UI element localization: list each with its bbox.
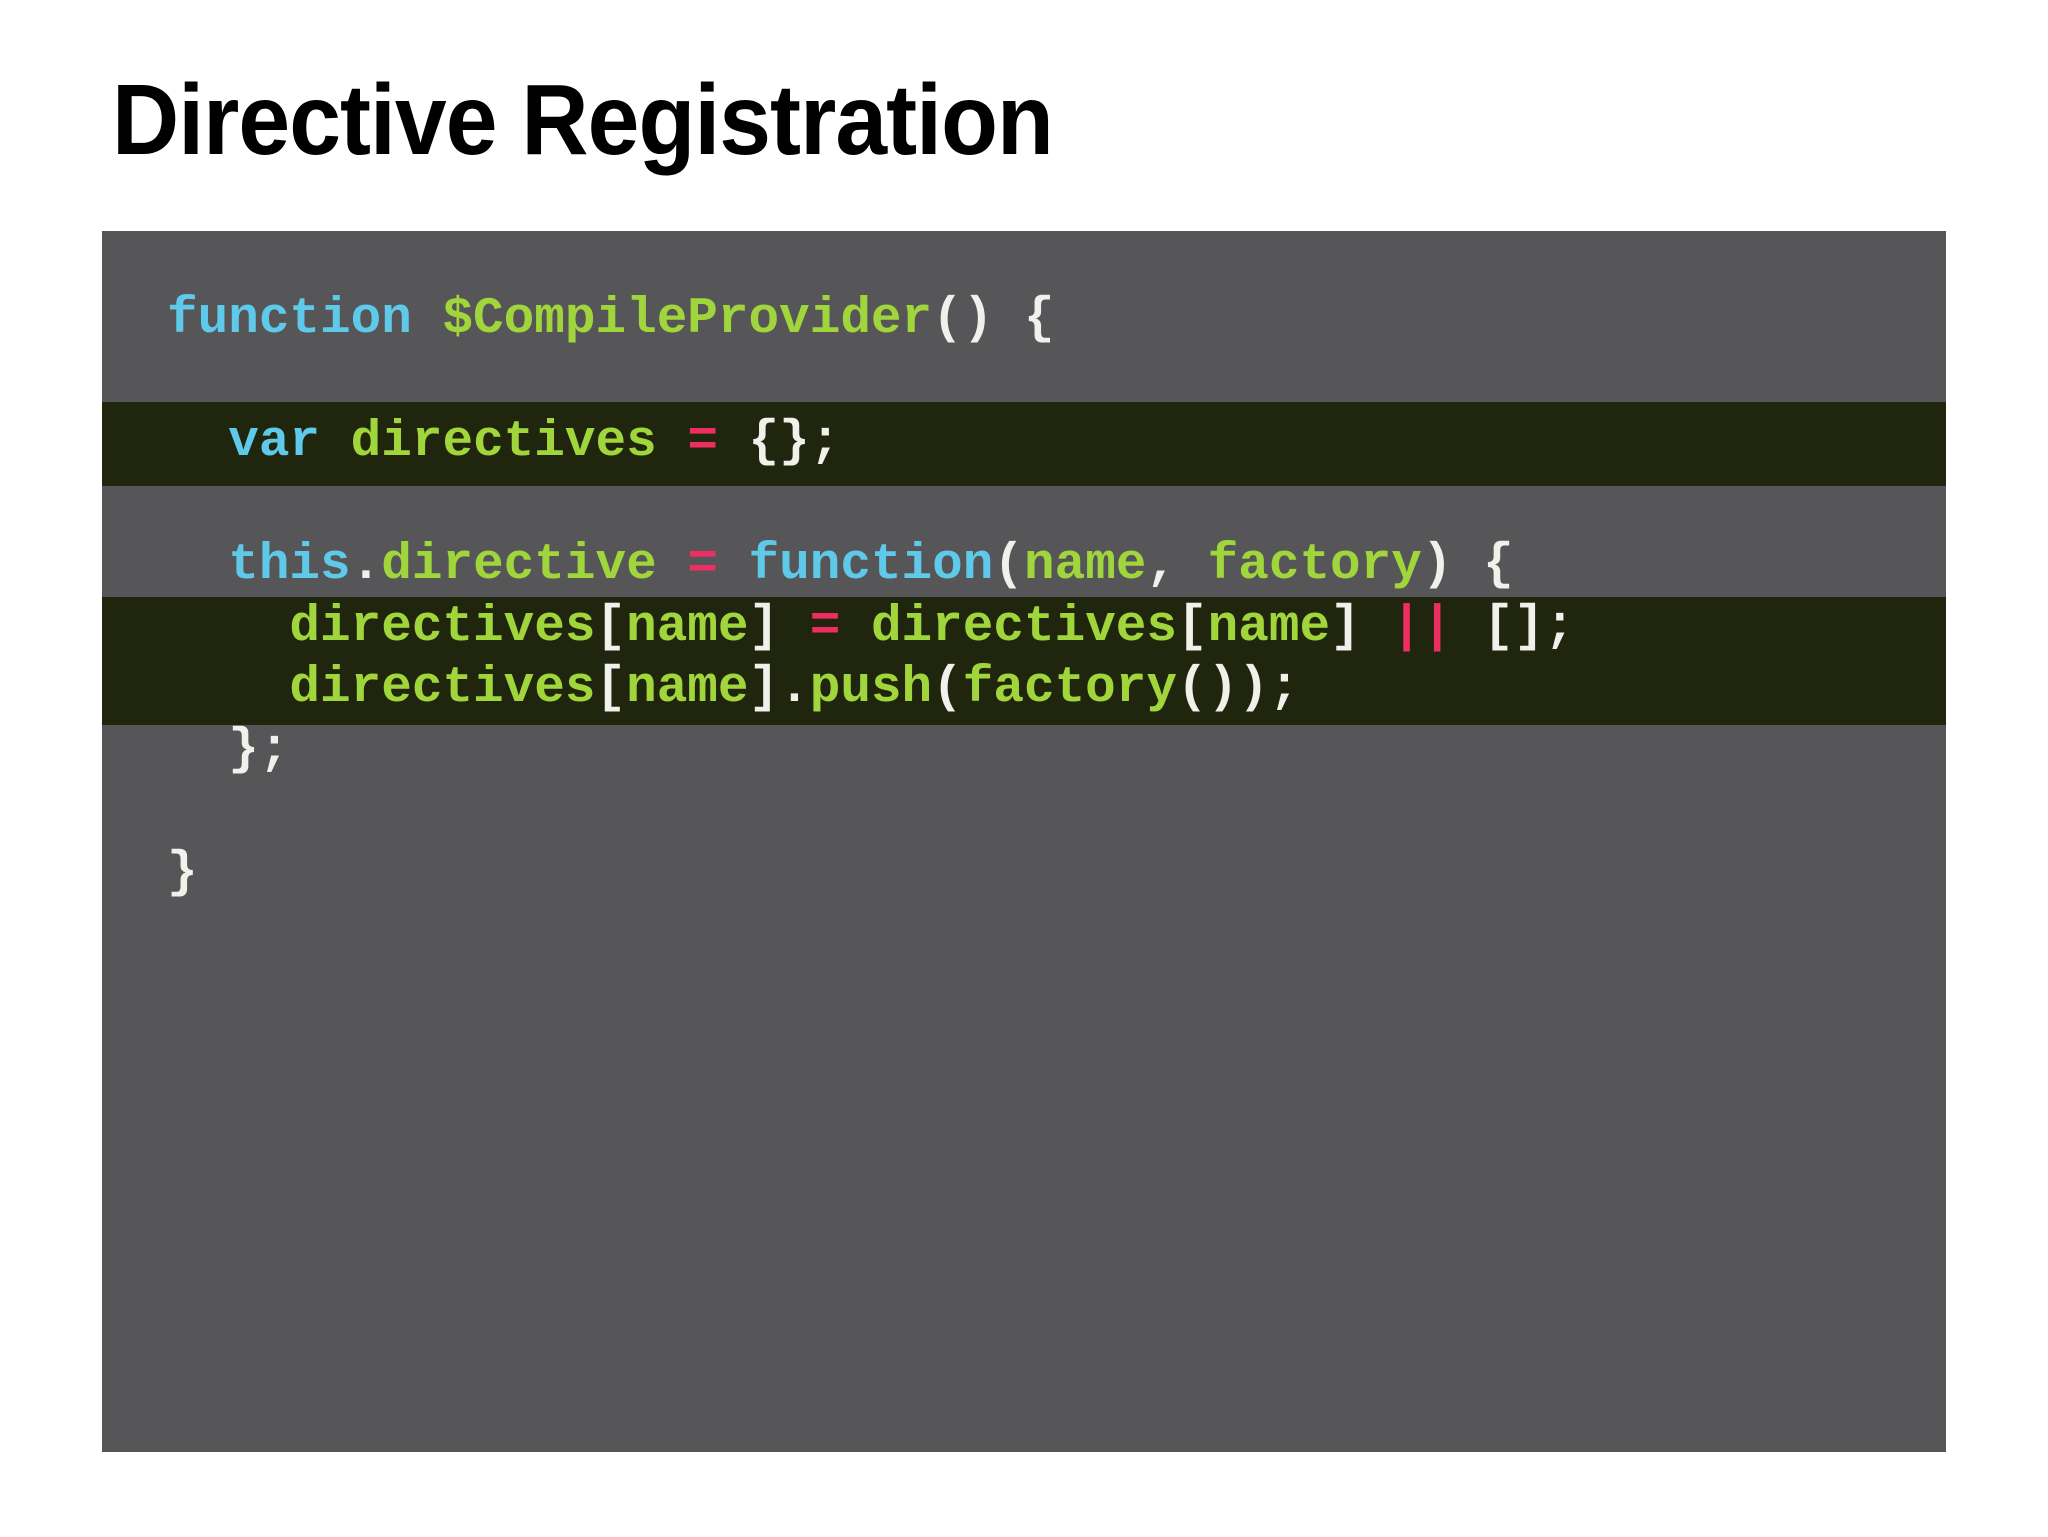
code-token-identifier: $CompileProvider [442, 291, 933, 348]
code-line: function $CompileProvider() { [167, 289, 1946, 351]
code-token-plain: } [167, 844, 198, 902]
code-token-plain: {}; [717, 414, 841, 471]
code-line-highlighted: var directives = {}; [102, 402, 1946, 486]
code-token-plain [657, 414, 688, 471]
code-token-keyword: function [167, 291, 412, 348]
code-token-plain: [ [595, 660, 627, 717]
code-token-plain [167, 660, 289, 717]
code-token-operator: = [809, 598, 841, 656]
code-token-plain: }; [167, 721, 290, 779]
code-token-plain [718, 537, 749, 594]
code-token-plain: , [1146, 537, 1208, 594]
code-token-plain: [ [1177, 598, 1208, 656]
code-lines: function $CompileProvider() { var direct… [102, 231, 1946, 904]
code-token-keyword: function [748, 537, 994, 594]
code-token-plain [657, 537, 688, 594]
code-token-identifier: name [1207, 598, 1331, 656]
code-line: } [167, 843, 1946, 905]
code-token-identifier: directives [350, 414, 657, 471]
code-token-identifier: directive [381, 537, 657, 594]
page-title: Directive Registration [112, 64, 1054, 176]
code-token-plain: () { [932, 291, 1055, 348]
code-token-plain [167, 599, 289, 656]
code-token-plain: ] [748, 598, 810, 656]
code-token-plain [320, 414, 351, 471]
code-token-plain: ( [993, 537, 1024, 594]
code-token-plain: ()); [1177, 660, 1300, 717]
code-token-plain: []; [1452, 598, 1575, 656]
code-line-highlighted: directives[name] = directives[name] || [… [102, 596, 1946, 658]
code-token-identifier: name [626, 660, 749, 717]
code-token-plain: ] [1330, 598, 1392, 656]
code-token-keyword: this [228, 537, 351, 594]
code-token-plain [412, 291, 443, 348]
code-line [167, 781, 1946, 843]
code-token-operator: = [687, 537, 718, 594]
code-token-identifier: push [809, 660, 933, 717]
code-token-plain [167, 537, 228, 594]
code-token-plain: ) { [1421, 537, 1514, 594]
code-line: }; [167, 720, 1946, 782]
code-token-identifier: name [626, 598, 749, 656]
code-token-identifier: name [1023, 537, 1147, 594]
code-token-operator: = [687, 414, 718, 471]
code-token-plain: [ [595, 598, 627, 656]
code-line: this.directive = function(name, factory)… [167, 535, 1946, 597]
code-token-plain [167, 414, 228, 471]
code-line [167, 474, 1946, 536]
code-line-highlighted: directives[name].push(factory()); [102, 658, 1946, 725]
code-token-identifier: factory [962, 660, 1178, 717]
code-block: function $CompileProvider() { var direct… [102, 231, 1946, 1452]
code-token-plain: ]. [748, 660, 810, 717]
code-token-operator: || [1391, 598, 1453, 656]
code-token-plain [840, 599, 871, 656]
code-token-identifier: directives [289, 660, 596, 717]
code-token-identifier: directives [289, 598, 596, 656]
code-token-plain: . [350, 537, 382, 594]
code-token-keyword: var [228, 414, 321, 471]
code-token-identifier: factory [1207, 537, 1422, 594]
code-token-plain: ( [932, 660, 963, 717]
code-token-identifier: directives [870, 598, 1178, 656]
